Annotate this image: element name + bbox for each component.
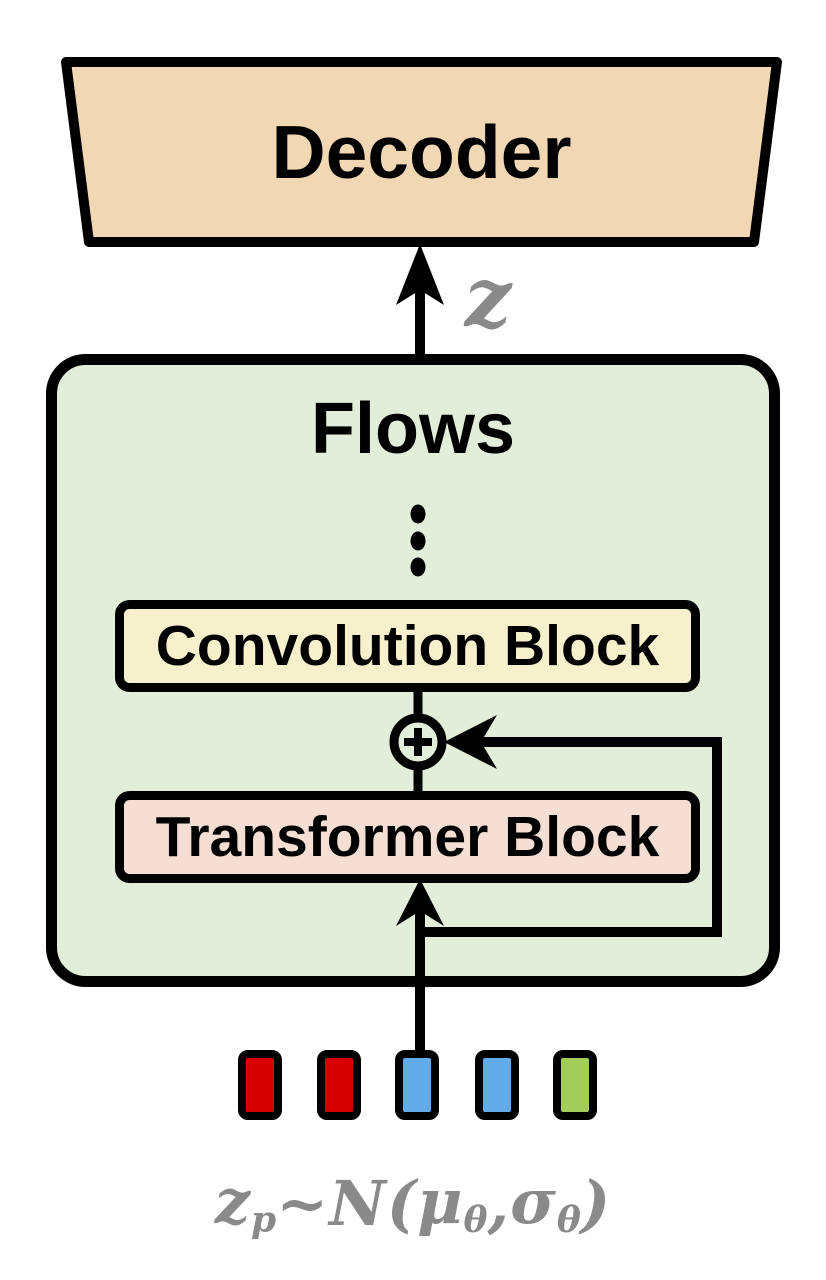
left-arrowhead-icon xyxy=(444,715,497,769)
token xyxy=(395,1050,439,1120)
token xyxy=(553,1050,597,1120)
prior-token-row xyxy=(238,1050,597,1120)
up-arrowhead-icon xyxy=(396,879,444,926)
token xyxy=(317,1050,361,1120)
token xyxy=(475,1050,519,1120)
vertical-ellipsis-icon xyxy=(410,504,426,577)
latent-z-arrow xyxy=(396,244,444,362)
residual-connection xyxy=(422,715,722,937)
decoder-block xyxy=(61,57,782,247)
transformer-block xyxy=(115,791,700,883)
up-arrowhead-icon xyxy=(396,244,444,305)
input-arrow xyxy=(396,879,444,1066)
convolution-block xyxy=(115,600,700,692)
sum-node plus-circle-icon xyxy=(389,713,447,771)
token xyxy=(238,1050,282,1120)
